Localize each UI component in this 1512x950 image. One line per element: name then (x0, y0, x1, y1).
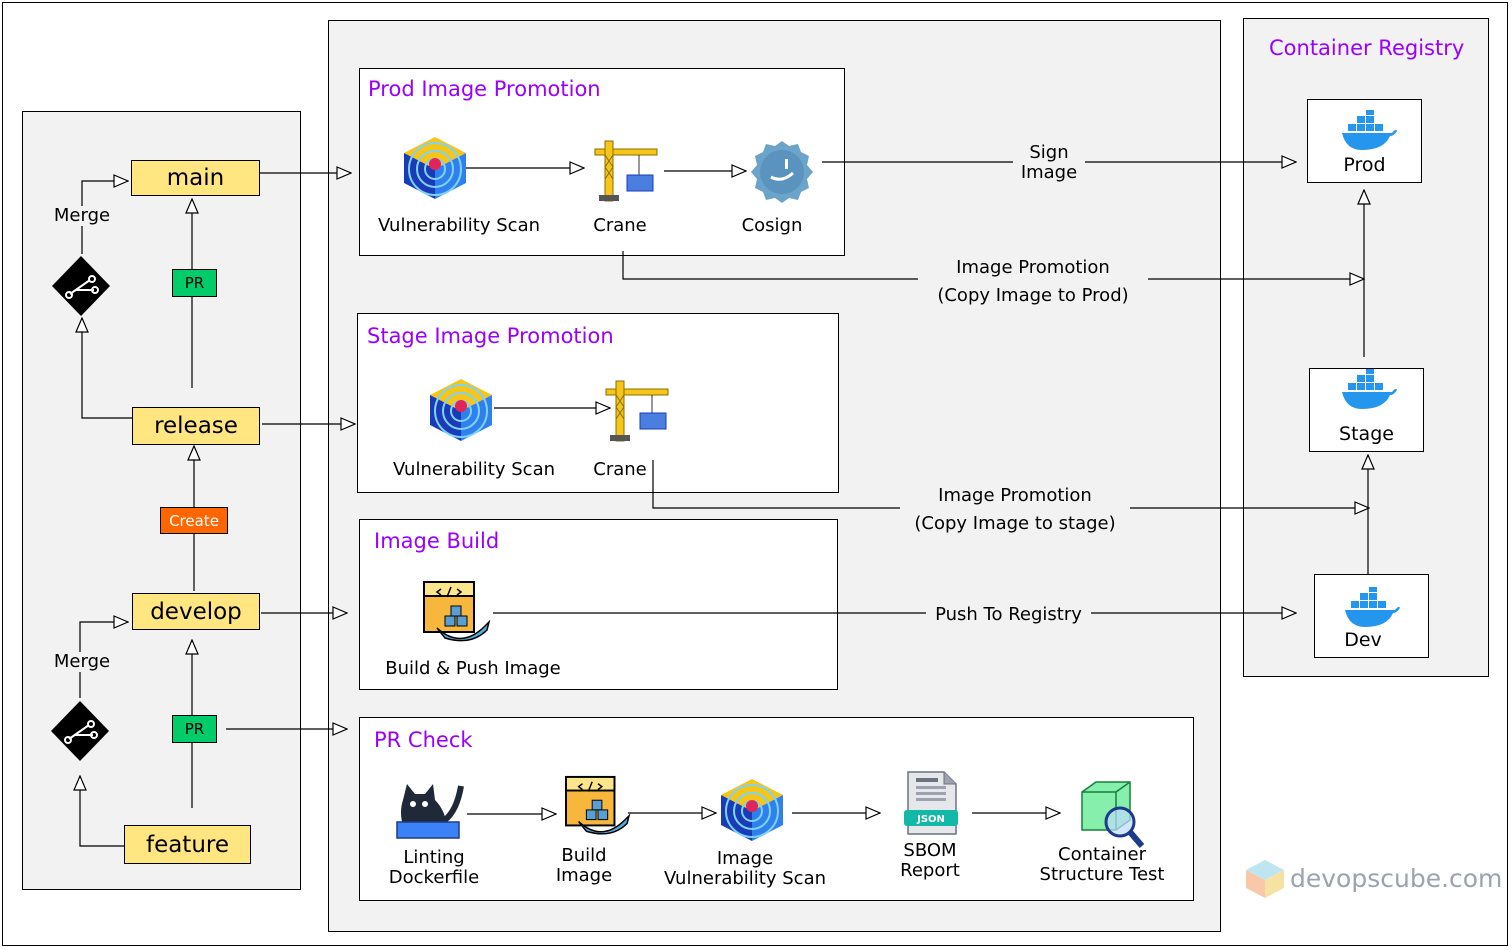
stage-promotion-title: Stage Image Promotion (367, 324, 614, 348)
promo-stage-label: Image Promotion (Copy Image to stage) (900, 482, 1130, 538)
push-registry-label: Push To Registry (926, 602, 1091, 628)
crane-icon (605, 380, 669, 442)
prod-promotion-title: Prod Image Promotion (368, 77, 601, 101)
git-branch-panel (22, 111, 301, 890)
trivy-scan-icon (430, 379, 492, 441)
registry-dev[interactable]: Dev (1314, 574, 1429, 658)
registry-dev-label: Dev (1344, 629, 1382, 651)
registry-prod[interactable]: Prod (1307, 99, 1422, 183)
registry-stage-label: Stage (1339, 423, 1394, 445)
step-vulnerability-scan: Vulnerability Scan (392, 459, 556, 480)
step-linting-dockerfile: Linting Dockerfile (388, 847, 480, 888)
cosign-icon (751, 141, 813, 203)
merge-label-bottom: Merge (46, 652, 118, 672)
docker-whale-icon (1342, 369, 1397, 409)
promo-prod-label: Image Promotion (Copy Image to Prod) (918, 254, 1148, 310)
step-cosign: Cosign (741, 215, 803, 236)
git-merge-icon (51, 701, 109, 761)
pr-tag-bottom: PR (172, 715, 217, 743)
sign-image-label: Sign Image (1013, 143, 1085, 183)
branch-develop[interactable]: develop (132, 593, 260, 630)
docker-whale-icon (1342, 110, 1397, 150)
step-image-scan: Image Vulnerability Scan (663, 848, 827, 889)
step-build-push: Build & Push Image (385, 658, 561, 679)
crane-icon (594, 140, 658, 202)
sbom-json-icon: JSON (904, 771, 958, 835)
branch-release[interactable]: release (132, 407, 260, 445)
registry-prod-label: Prod (1343, 154, 1386, 176)
docker-build-icon (423, 581, 491, 642)
registry-stage[interactable]: Stage (1309, 368, 1424, 452)
step-vulnerability-scan: Vulnerability Scan (377, 215, 541, 236)
image-build-title: Image Build (374, 529, 500, 553)
step-crane: Crane (593, 459, 647, 480)
pr-tag-top: PR (172, 269, 217, 297)
merge-label-top: Merge (46, 206, 118, 226)
json-badge: JSON (916, 814, 945, 825)
branch-main[interactable]: main (131, 160, 260, 196)
git-merge-icon (52, 256, 110, 316)
trivy-scan-icon (404, 137, 466, 199)
trivy-scan-icon (721, 779, 783, 841)
docker-whale-icon (1345, 587, 1400, 627)
step-sbom-report: SBOM Report (900, 840, 960, 881)
watermark-text: devopscube.com (1290, 864, 1503, 893)
structure-test-icon (1081, 781, 1145, 848)
step-crane: Crane (593, 215, 647, 236)
step-structure-test: Container Structure Test (1039, 844, 1165, 885)
hadolint-cat-icon (396, 784, 464, 839)
branch-feature[interactable]: feature (124, 825, 251, 864)
pr-check-title: PR Check (374, 728, 473, 752)
registry-title: Container Registry (1269, 36, 1465, 60)
step-build-image: Build Image (555, 845, 613, 886)
create-tag: Create (160, 507, 228, 534)
devopscube-logo-icon (1246, 860, 1284, 898)
docker-build-icon (565, 775, 631, 835)
